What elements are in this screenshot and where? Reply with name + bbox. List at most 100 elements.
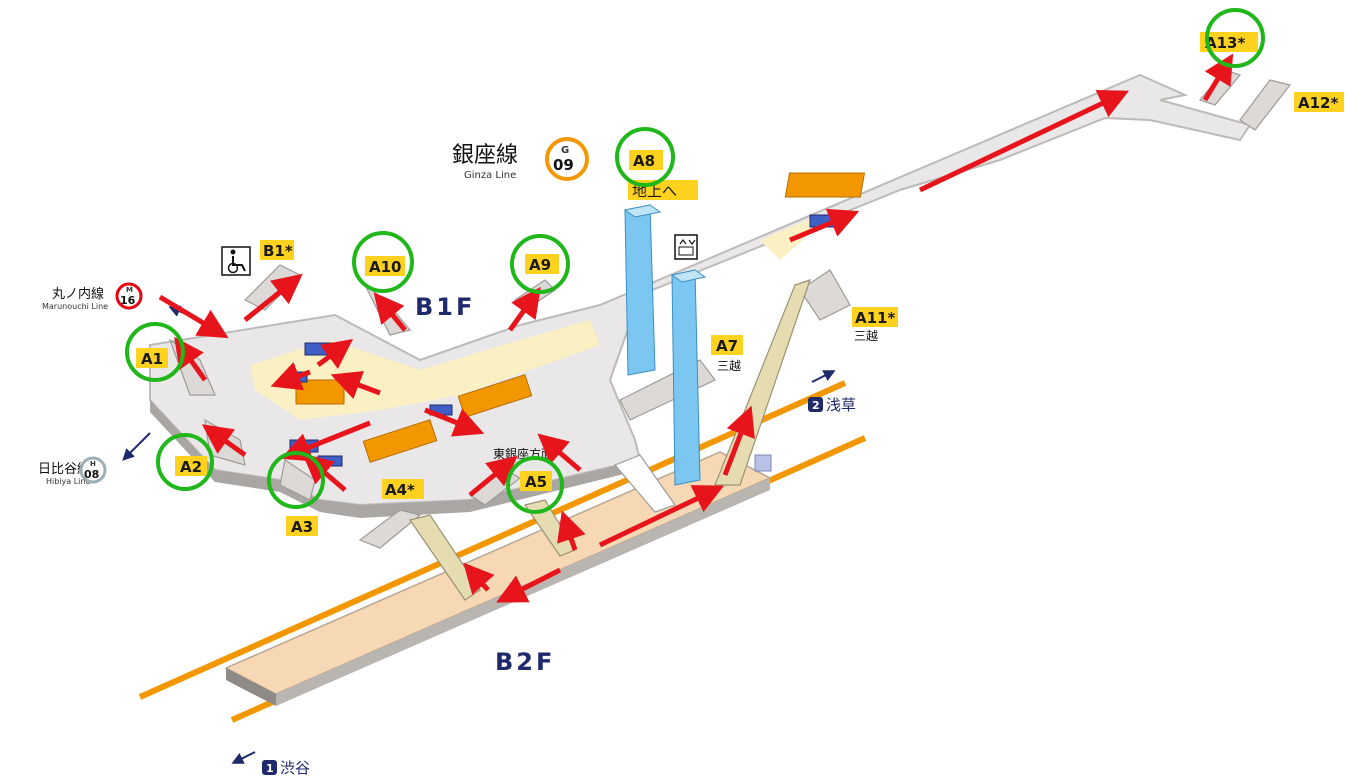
svg-text:A7: A7 xyxy=(716,337,738,355)
route-arrow xyxy=(1202,53,1234,102)
stairs-b2-east xyxy=(714,279,811,486)
svg-text:A5: A5 xyxy=(525,473,547,491)
b1f-label: B1F xyxy=(415,293,475,321)
b1f-concourse-level xyxy=(149,73,1252,518)
hibiya-transfer: 日比谷線 Hibiya Line H 08 xyxy=(38,432,151,486)
exit-a13: A13* xyxy=(1200,32,1258,52)
svg-text:A4*: A4* xyxy=(385,481,415,499)
escalator xyxy=(614,454,676,513)
svg-text:H: H xyxy=(90,460,96,468)
elevator-a8 xyxy=(624,204,656,376)
ginza-line-badge: 銀座線 Ginza Line G 09 xyxy=(452,137,589,181)
highlight-circle-a13 xyxy=(1205,8,1265,68)
route-arrow xyxy=(463,562,495,595)
highlight-circle-a5 xyxy=(506,456,564,514)
highlight-circle-a8 xyxy=(615,127,675,187)
route-arrow xyxy=(158,294,229,339)
exit-a4: A4* xyxy=(382,479,424,499)
highlight-circle-a3 xyxy=(267,451,325,509)
ticket-office-west xyxy=(295,379,345,405)
ginza-line-name: 銀座線 xyxy=(452,143,518,168)
b2f-label: B2F xyxy=(495,648,555,676)
marunouchi-transfer: 丸ノ内線 Marunouchi Line M 16 xyxy=(42,282,196,319)
svg-text:A2: A2 xyxy=(180,458,202,476)
exit-a12: A12* xyxy=(1294,92,1344,112)
ginza-line-letter: G xyxy=(561,145,569,156)
route-arrow xyxy=(557,510,586,551)
direction-asakusa: 2 浅草 xyxy=(808,370,856,414)
ticket-office-east xyxy=(784,172,866,198)
route-arrows xyxy=(158,53,1234,603)
stairs-a4 xyxy=(358,509,422,549)
route-arrow xyxy=(330,370,381,400)
svg-text:A8: A8 xyxy=(633,152,655,170)
exit-a3: A3 xyxy=(286,516,318,536)
route-arrow xyxy=(424,407,485,437)
elevator-icon xyxy=(674,234,698,260)
direction-shibuya: 1 渋谷 xyxy=(231,751,310,777)
exit-a7: A7 xyxy=(711,335,743,355)
elevator-a7 xyxy=(671,269,701,486)
svg-text:A3: A3 xyxy=(291,518,313,536)
exit-a11: A11* xyxy=(852,307,898,327)
exit-a9: A9 xyxy=(525,254,559,274)
hibiya-name-en: Hibiya Line xyxy=(46,477,90,486)
route-arrow xyxy=(243,273,303,322)
asakusa-label: 浅草 xyxy=(826,396,856,414)
stairs-b1 xyxy=(243,264,302,311)
asakusa-arrow xyxy=(811,370,836,383)
svg-text:A10: A10 xyxy=(369,258,401,276)
marunouchi-name-en: Marunouchi Line xyxy=(42,302,108,311)
wheelchair-icon xyxy=(221,246,251,276)
route-arrow xyxy=(722,405,755,476)
svg-text:A13*: A13* xyxy=(1205,34,1245,52)
a11-sublabel: 三越 xyxy=(854,329,878,343)
ticket-office-center xyxy=(457,374,533,418)
a7-sublabel: 三越 xyxy=(717,359,741,373)
highlight-circles xyxy=(125,8,1265,514)
hibiya-direction-arrow xyxy=(122,432,151,461)
route-arrow xyxy=(316,339,354,369)
ginza-line-name-en: Ginza Line xyxy=(464,170,516,181)
hibiya-symbol xyxy=(79,456,107,484)
svg-text:16: 16 xyxy=(120,294,136,307)
exit-a1: A1 xyxy=(136,348,168,368)
route-arrow xyxy=(598,485,725,548)
route-arrow xyxy=(280,420,371,462)
highlight-circle-a10 xyxy=(352,231,414,293)
marunouchi-symbol xyxy=(115,282,143,310)
route-arrow xyxy=(507,286,541,332)
ginza-line-symbol xyxy=(545,137,589,181)
route-arrow xyxy=(537,433,582,472)
exit-b1: B1* xyxy=(260,240,294,260)
svg-text:A9: A9 xyxy=(529,256,551,274)
svg-text:A1: A1 xyxy=(141,350,163,368)
route-arrow xyxy=(270,362,311,391)
route-arrow xyxy=(468,455,518,497)
exit-a5: A5 xyxy=(520,471,552,491)
svg-text:2: 2 xyxy=(812,399,820,412)
ticket-office-south xyxy=(362,419,438,463)
exit-a10: A10 xyxy=(365,256,405,276)
route-arrow xyxy=(918,90,1130,193)
elevators xyxy=(623,204,707,486)
hibiya-name: 日比谷線 xyxy=(38,461,90,477)
svg-text:M: M xyxy=(126,286,133,294)
svg-text:B1*: B1* xyxy=(263,242,293,260)
svg-text:08: 08 xyxy=(84,468,99,481)
marunouchi-name: 丸ノ内線 xyxy=(52,286,104,302)
highlight-circle-a9 xyxy=(510,234,570,294)
ginza-station-number: 09 xyxy=(553,156,574,174)
svg-text:A11*: A11* xyxy=(855,309,895,327)
stairs-a12 xyxy=(1239,79,1292,131)
shibuya-arrow xyxy=(231,751,256,764)
highlight-circle-a1 xyxy=(125,322,185,382)
route-arrow xyxy=(201,424,247,458)
exit-tags: B1* A10 A9 A8 地上へ A1 A2 A3 A4* A5 A7 A11… xyxy=(136,32,1344,536)
exit-a2: A2 xyxy=(175,456,207,476)
route-arrow xyxy=(373,292,407,332)
highlight-circle-a2 xyxy=(156,433,214,491)
stairs-a11 xyxy=(799,269,851,321)
